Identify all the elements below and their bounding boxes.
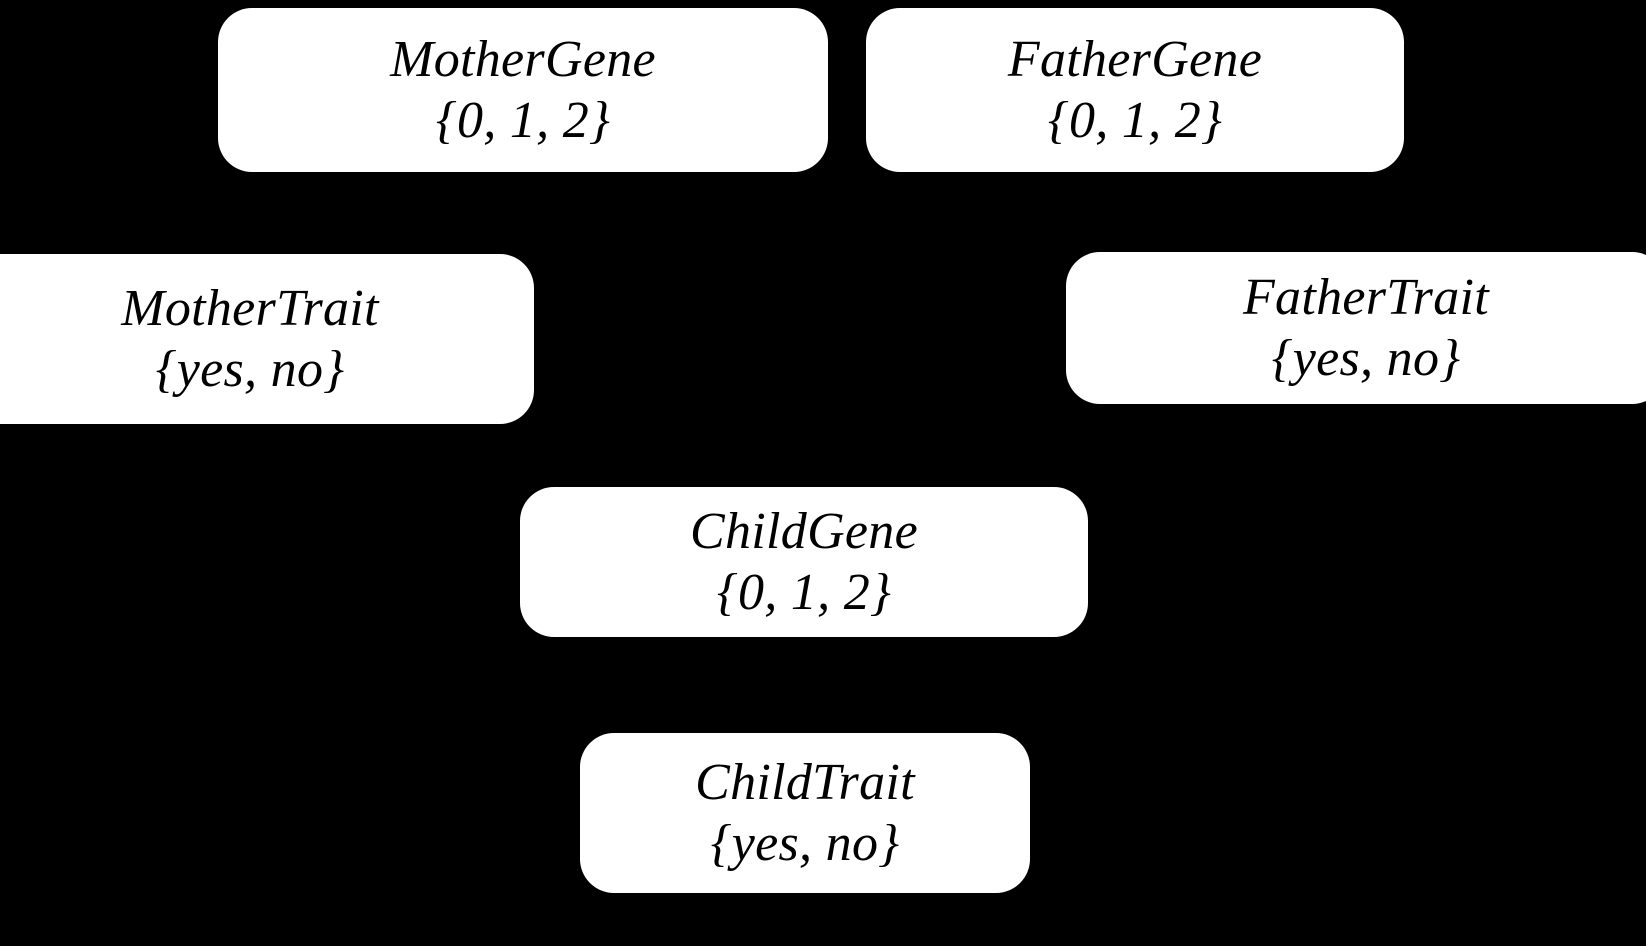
node-label-name: ChildGene <box>690 502 918 560</box>
node-label-name: ChildTrait <box>695 753 915 811</box>
node-father-gene[interactable]: FatherGene {0, 1, 2} <box>866 8 1404 172</box>
node-label-domain: {yes, no} <box>155 341 345 398</box>
node-label-domain: {0, 1, 2} <box>435 92 611 149</box>
node-label-domain: {yes, no} <box>710 815 900 872</box>
node-label-name: MotherGene <box>390 30 656 88</box>
node-label-name: FatherTrait <box>1242 268 1489 326</box>
node-father-trait[interactable]: FatherTrait {yes, no} <box>1066 252 1646 404</box>
node-label-domain: {yes, no} <box>1271 330 1461 387</box>
node-label-name: MotherTrait <box>121 279 379 337</box>
node-child-trait[interactable]: ChildTrait {yes, no} <box>580 733 1030 893</box>
node-child-gene[interactable]: ChildGene {0, 1, 2} <box>520 487 1088 637</box>
node-label-domain: {0, 1, 2} <box>1047 92 1223 149</box>
node-mother-gene[interactable]: MotherGene {0, 1, 2} <box>218 8 828 172</box>
node-label-name: FatherGene <box>1007 30 1263 88</box>
node-label-domain: {0, 1, 2} <box>716 564 892 621</box>
node-mother-trait[interactable]: MotherTrait {yes, no} <box>0 254 534 424</box>
